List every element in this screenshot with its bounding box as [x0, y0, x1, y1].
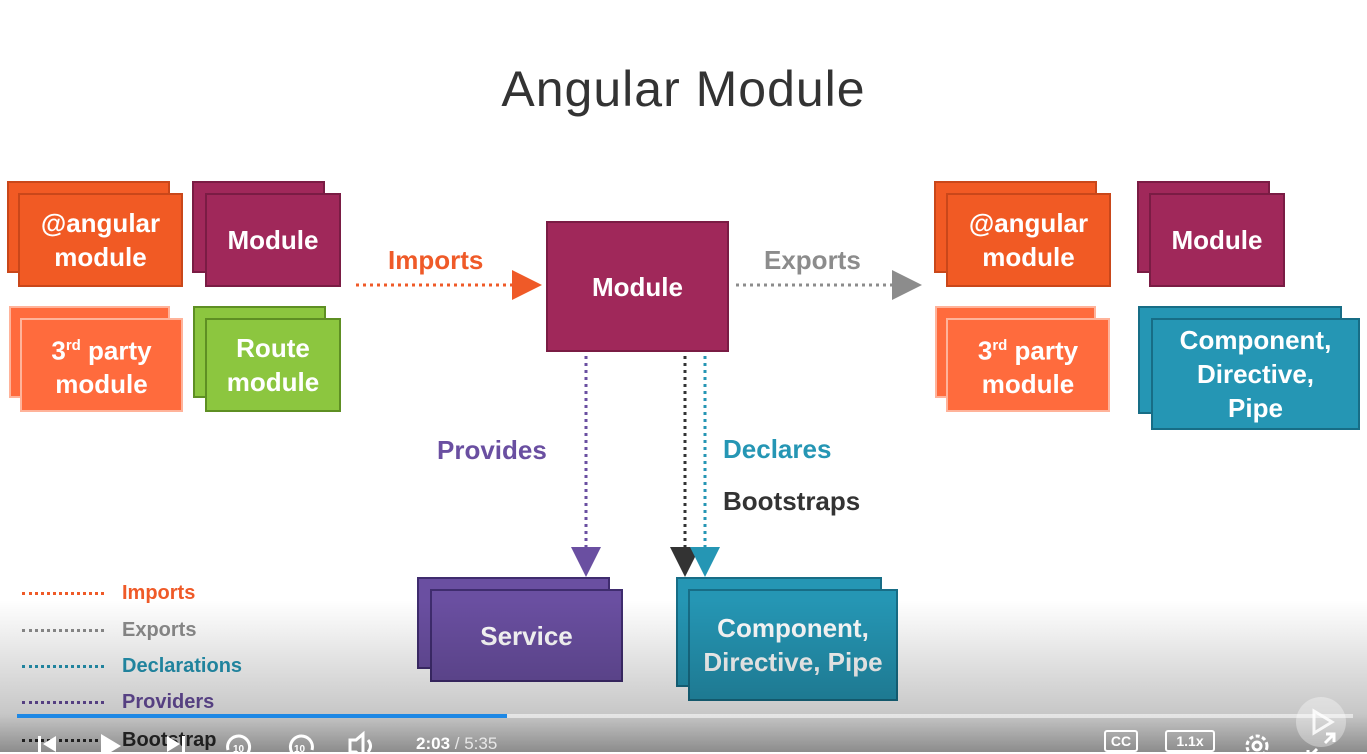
rewind-10-button[interactable]: 10 — [222, 728, 256, 752]
provides-label: Provides — [437, 435, 547, 465]
left-third-party-module-box: 3rd party module — [20, 318, 183, 412]
right-angular-module-box: @angular module — [946, 193, 1111, 287]
left-angular-module-box: @angular module — [18, 193, 183, 287]
center-module-box: Module — [546, 221, 729, 352]
left-angular-module-label: @angular module — [40, 208, 161, 272]
bottom-component-directive-pipe-box: Component, Directive, Pipe — [688, 589, 898, 701]
imports-label: Imports — [388, 245, 484, 275]
volume-button[interactable] — [346, 728, 378, 752]
volume-icon — [348, 730, 372, 752]
duration: 5:35 — [464, 734, 498, 753]
route-module-box: Route module — [205, 318, 341, 412]
current-time: 2:03 — [416, 734, 451, 753]
rewind-10-icon: 10 — [226, 734, 252, 752]
time-display: 2:03 / 5:35 — [416, 734, 498, 753]
legend-exports-label: Exports — [122, 618, 197, 641]
right-third-party-module-box: 3rd party module — [946, 318, 1110, 412]
progress-bar[interactable] — [17, 714, 1353, 718]
left-third-party-rest: party — [80, 335, 152, 366]
right-component-directive-pipe-box: Component, Directive, Pipe — [1151, 318, 1360, 430]
declares-label: Declares — [723, 434, 832, 464]
skip-forward-icon — [167, 736, 185, 752]
skip-forward-button[interactable] — [163, 728, 189, 752]
left-third-party-line2: module — [55, 369, 148, 400]
speed-button[interactable]: 1.1x — [1165, 730, 1215, 752]
legend-imports-label: Imports — [122, 581, 196, 604]
legend-providers: Providers — [22, 690, 214, 714]
legend-bootstrap-line — [22, 738, 104, 742]
bootstraps-label: Bootstraps — [723, 486, 861, 516]
forward-10-button[interactable]: 10 — [284, 728, 318, 752]
skip-back-button[interactable] — [34, 728, 60, 752]
right-third-party-prefix: 3 — [977, 335, 993, 366]
svg-text:10: 10 — [233, 744, 245, 752]
right-angular-module-label: @angular module — [968, 208, 1089, 272]
fullscreen-icon — [1306, 732, 1336, 752]
center-module-label: Module — [592, 271, 683, 302]
legend-declarations: Declarations — [22, 654, 242, 678]
right-component-directive-pipe-label: Component, Directive, Pipe — [1179, 325, 1332, 423]
left-third-party-sup: rd — [65, 336, 81, 354]
watermark-logo — [1296, 697, 1346, 747]
fullscreen-button[interactable] — [1304, 728, 1338, 752]
legend-providers-line — [22, 700, 104, 704]
forward-10-icon: 10 — [288, 734, 314, 752]
service-box: Service — [430, 589, 623, 682]
right-module-box: Module — [1149, 193, 1285, 287]
captions-icon: CC — [1110, 733, 1132, 749]
play-button[interactable] — [97, 728, 125, 752]
skip-back-icon — [38, 736, 56, 752]
legend-exports: Exports — [22, 618, 196, 642]
legend-imports-line — [22, 591, 104, 595]
left-module-label: Module — [227, 225, 319, 255]
legend-imports: Imports — [22, 581, 195, 605]
route-module-label: Route module — [226, 333, 320, 397]
play-icon — [101, 734, 121, 752]
settings-icon — [1245, 734, 1269, 752]
right-module-label: Module — [1171, 225, 1263, 255]
legend-providers-label: Providers — [122, 690, 215, 713]
progress-fill — [17, 714, 508, 718]
left-third-party-prefix: 3 — [51, 335, 66, 366]
service-label: Service — [480, 620, 573, 651]
right-third-party-line2: module — [981, 369, 1075, 400]
right-third-party-sup: rd — [992, 336, 1008, 354]
legend-declarations-label: Declarations — [122, 654, 243, 677]
exports-label: Exports — [764, 245, 861, 275]
svg-text:10: 10 — [294, 744, 306, 752]
speed-label: 1.1x — [1176, 733, 1204, 749]
left-module-box: Module — [205, 193, 341, 287]
settings-button[interactable] — [1240, 728, 1274, 752]
captions-button[interactable]: CC — [1104, 730, 1138, 752]
right-third-party-rest: party — [1007, 335, 1079, 366]
slide-title: Angular Module — [501, 61, 866, 117]
legend-declarations-line — [22, 664, 104, 668]
bottom-component-directive-pipe-label: Component, Directive, Pipe — [703, 613, 883, 677]
legend-exports-line — [22, 628, 104, 632]
